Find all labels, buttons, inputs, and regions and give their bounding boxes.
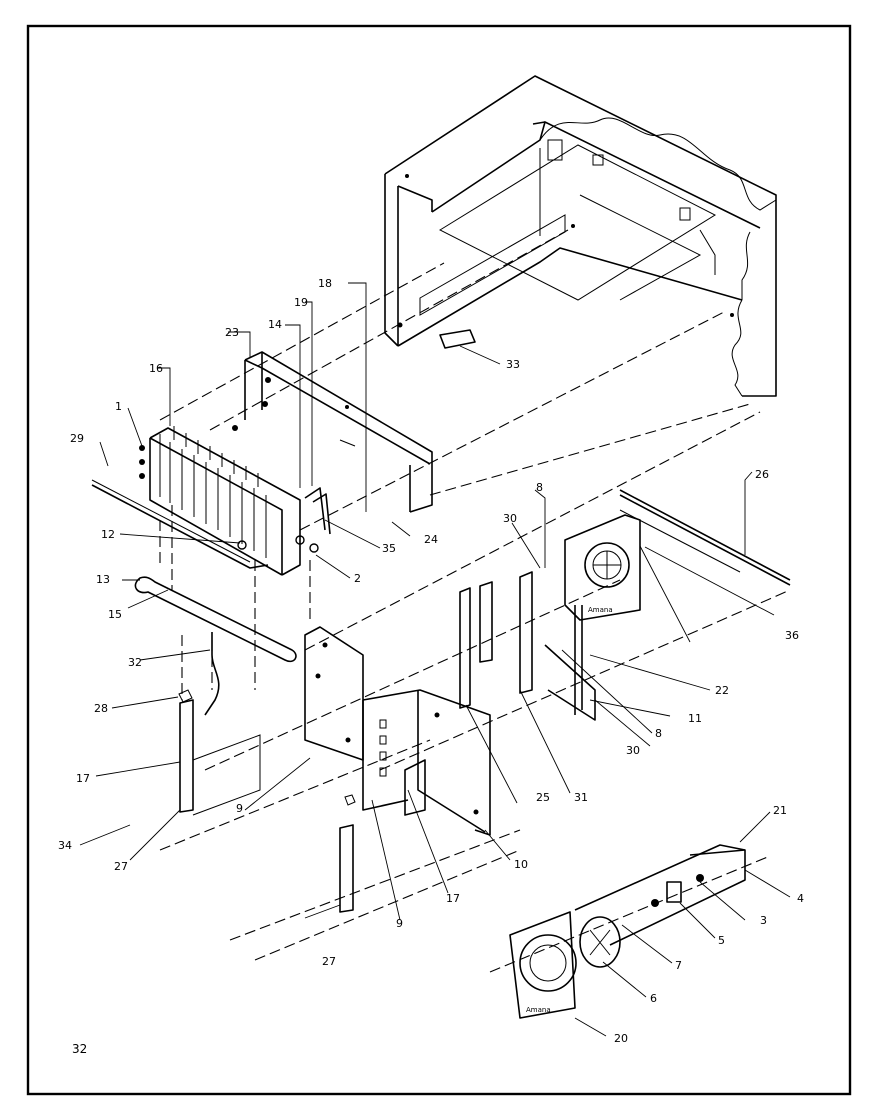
callout-17a: 17 bbox=[76, 772, 90, 785]
callout-5: 5 bbox=[718, 934, 725, 947]
upper-nameplate: Amana bbox=[588, 606, 613, 614]
callout-8a: 8 bbox=[536, 481, 543, 494]
callout-22: 22 bbox=[715, 684, 729, 697]
callout-27a: 27 bbox=[114, 860, 128, 873]
callout-32: 32 bbox=[128, 656, 142, 669]
part-28-clip bbox=[178, 689, 193, 703]
callout-2: 2 bbox=[354, 572, 361, 585]
drain-heater-13 bbox=[134, 576, 297, 663]
callout-36: 36 bbox=[785, 629, 799, 642]
page-number: 32 bbox=[72, 1042, 88, 1056]
evaporator-cover-23 bbox=[232, 351, 433, 513]
callout-10: 10 bbox=[514, 858, 528, 871]
part-33-bracket bbox=[439, 329, 476, 349]
callout-19: 19 bbox=[294, 296, 308, 309]
callout-15: 15 bbox=[108, 608, 122, 621]
callout-leaders bbox=[79, 282, 791, 1037]
callout-23: 23 bbox=[225, 326, 239, 339]
callout-4: 4 bbox=[797, 892, 804, 905]
heater-rod-29 bbox=[91, 484, 269, 569]
part-27-bracket bbox=[339, 824, 354, 913]
callout-17b: 17 bbox=[446, 892, 460, 905]
cabinet-housing bbox=[384, 75, 777, 397]
callout-34: 34 bbox=[58, 839, 72, 852]
callout-3: 3 bbox=[760, 914, 767, 927]
evaporator-coil-16 bbox=[139, 426, 331, 576]
callout-33: 33 bbox=[506, 358, 520, 371]
callout-8b: 8 bbox=[655, 727, 662, 740]
rails-25-31 bbox=[459, 571, 596, 721]
callout-21: 21 bbox=[773, 804, 787, 817]
part-32-wire bbox=[204, 632, 220, 716]
callout-24: 24 bbox=[424, 533, 438, 546]
callout-6: 6 bbox=[650, 992, 657, 1005]
callout-28: 28 bbox=[94, 702, 108, 715]
callout-29: 29 bbox=[70, 432, 84, 445]
callout-14: 14 bbox=[268, 318, 282, 331]
callout-9b: 9 bbox=[396, 917, 403, 930]
part-17-bracket bbox=[179, 699, 194, 813]
callout-30a: 30 bbox=[503, 512, 517, 525]
callout-12: 12 bbox=[101, 528, 115, 541]
callout-35: 35 bbox=[382, 542, 396, 555]
assembly-alignment-lines bbox=[159, 229, 791, 973]
callout-9a: 9 bbox=[236, 802, 243, 815]
fan-shroud-assembly bbox=[564, 489, 791, 621]
callout-25: 25 bbox=[536, 791, 550, 804]
callout-13: 13 bbox=[96, 573, 110, 586]
callout-1: 1 bbox=[115, 400, 122, 413]
callout-27b: 27 bbox=[322, 955, 336, 968]
lower-nameplate: Amana bbox=[526, 1006, 551, 1014]
callout-7: 7 bbox=[675, 959, 682, 972]
callout-16: 16 bbox=[149, 362, 163, 375]
callout-31: 31 bbox=[574, 791, 588, 804]
callout-18: 18 bbox=[318, 277, 332, 290]
callout-20: 20 bbox=[614, 1032, 628, 1045]
evaporator-panel-10 bbox=[304, 626, 491, 836]
callout-26: 26 bbox=[755, 468, 769, 481]
drawing-border bbox=[26, 24, 852, 1096]
lower-fan-assembly bbox=[509, 844, 746, 1019]
callout-labels: 1 2 3 4 5 6 7 8 8 9 9 10 11 12 13 14 15 … bbox=[58, 277, 804, 1045]
callout-30b: 30 bbox=[626, 744, 640, 757]
callout-11: 11 bbox=[688, 712, 702, 725]
